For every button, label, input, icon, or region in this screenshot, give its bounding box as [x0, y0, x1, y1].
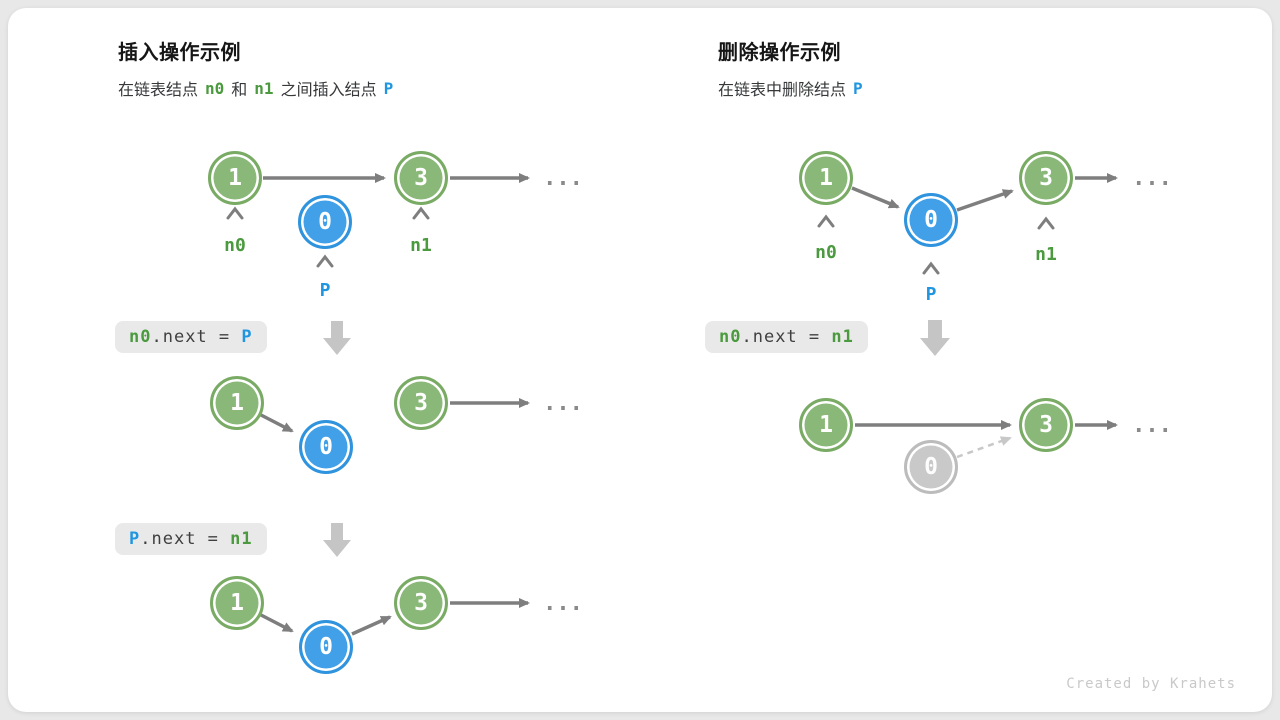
caret-up-icon — [922, 261, 940, 275]
subtitle-text: 在链表中删除结点 — [718, 82, 847, 99]
down-block-arrow-icon — [323, 523, 351, 557]
caret-up-icon — [226, 206, 244, 220]
pointer-label-n1: n1 — [1035, 244, 1057, 265]
caret-up-icon — [817, 214, 835, 228]
caret-up-icon — [316, 254, 334, 268]
code-lhs: n0 — [719, 327, 742, 347]
pointer-label-p: P — [319, 280, 331, 301]
insert-section-subtitle: 在链表结点 n0 和 n1 之间插入结点 P — [118, 76, 400, 100]
pointer-label-n0: n0 — [224, 235, 246, 256]
list-node-3: 3 — [394, 576, 448, 630]
pointer-label-n1: n1 — [410, 235, 432, 256]
insert-section-title: 插入操作示例 — [118, 42, 241, 64]
arrow-icon — [851, 186, 900, 209]
ellipsis: ... — [543, 166, 583, 191]
credit-watermark: Created by Krahets — [1066, 676, 1236, 692]
code-chip-n0-next-n1: n0.next = n1 — [705, 321, 868, 353]
list-node-1: 1 — [210, 376, 264, 430]
list-node-p: 0 — [299, 420, 353, 474]
list-node-1: 1 — [210, 576, 264, 630]
list-node-1: 1 — [799, 151, 853, 205]
dashed-arrow-icon — [956, 436, 1012, 459]
code-rhs: n1 — [831, 327, 854, 347]
inline-code-n1: n1 — [254, 78, 274, 98]
inline-code-n0: n0 — [205, 78, 225, 98]
code-chip-n0-next-p: n0.next = P — [115, 321, 267, 353]
code-rhs: P — [241, 327, 253, 347]
down-block-arrow-icon — [920, 320, 950, 356]
ellipsis: ... — [543, 591, 583, 616]
subtitle-text: 之间插入结点 — [280, 82, 377, 99]
diagram-card: ... ... ... ... ... 插入操作示例 在链表结点 n0 — [8, 8, 1272, 712]
list-node-p: 0 — [298, 195, 352, 249]
list-node-3: 3 — [394, 151, 448, 205]
list-node-1: 1 — [208, 151, 262, 205]
code-lhs: n0 — [129, 327, 152, 347]
code-rhs: n1 — [230, 529, 253, 549]
inline-code-p: P — [383, 78, 394, 98]
ellipsis: ... — [543, 391, 583, 416]
subtitle-text: 和 — [231, 82, 248, 99]
list-node-1: 1 — [799, 398, 853, 452]
ellipsis: ... — [1132, 166, 1172, 191]
delete-section-subtitle: 在链表中删除结点 P — [718, 76, 870, 100]
caret-up-icon — [412, 206, 430, 220]
ellipsis: ... — [1132, 413, 1172, 438]
inline-code-p: P — [853, 78, 863, 98]
list-node-p: 0 — [299, 620, 353, 674]
pointer-label-p: P — [925, 284, 937, 305]
caret-up-icon — [1037, 216, 1055, 230]
subtitle-text: 在链表结点 — [118, 82, 199, 99]
list-node-3: 3 — [1019, 398, 1073, 452]
delete-section-title: 删除操作示例 — [718, 42, 841, 64]
list-node-p: 0 — [904, 193, 958, 247]
code-lhs: P — [129, 529, 141, 549]
code-mid: .next = — [151, 327, 242, 347]
arrow-icon — [351, 615, 392, 636]
down-block-arrow-icon — [323, 321, 351, 355]
code-mid: .next = — [741, 327, 832, 347]
arrow-icon — [956, 189, 1014, 212]
list-node-3: 3 — [394, 376, 448, 430]
list-node-p-removed: 0 — [904, 440, 958, 494]
list-node-3: 3 — [1019, 151, 1073, 205]
pointer-label-n0: n0 — [815, 242, 837, 263]
code-mid: .next = — [140, 529, 231, 549]
code-chip-p-next-n1: P.next = n1 — [115, 523, 267, 555]
arrow-icon — [260, 613, 294, 633]
arrow-icon — [260, 413, 294, 433]
